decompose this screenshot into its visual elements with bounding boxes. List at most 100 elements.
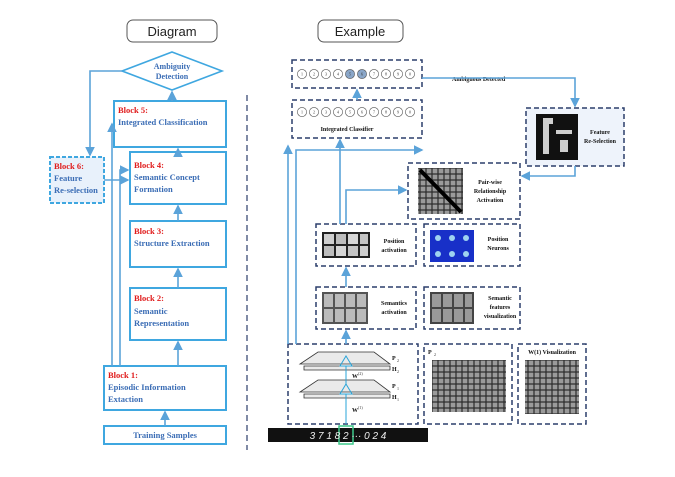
net-p2: P xyxy=(392,356,396,362)
block5-tag: Block 5: xyxy=(118,105,148,115)
position-neurons-line-1: Position xyxy=(488,237,509,243)
node-circle xyxy=(333,69,343,79)
node-label: 1 xyxy=(301,110,303,115)
digit-strip xyxy=(268,428,428,442)
feature-reselection-pattern xyxy=(543,118,572,154)
block2-line-1: Semantic xyxy=(134,306,168,316)
example-title: Example xyxy=(335,24,386,39)
pairwise-line-3: Activation xyxy=(477,198,504,204)
block3-box xyxy=(129,220,227,268)
node-circle xyxy=(333,107,343,117)
block6-box xyxy=(49,156,105,204)
pairwise-diagonal xyxy=(418,168,463,214)
training-label: Training Samples xyxy=(133,430,198,440)
block5-box xyxy=(113,100,227,148)
integrated-classifier-label: Integrated Classifier xyxy=(321,127,374,133)
node-circle xyxy=(345,69,355,79)
node-label: 0 xyxy=(409,72,411,77)
semantics-activation-line-2: activation xyxy=(381,310,407,316)
node-circle xyxy=(369,69,379,79)
node-circle xyxy=(321,107,331,117)
position-neurons-line-2: Neurons xyxy=(487,246,509,252)
node-circle xyxy=(393,107,403,117)
node-circle xyxy=(309,69,319,79)
ambiguity-diamond xyxy=(119,51,225,91)
net-p1-sub: 1 xyxy=(397,386,399,391)
block6-tag: Block 6: xyxy=(54,161,84,171)
position-activation-image xyxy=(322,232,370,258)
block6-line-1: Feature xyxy=(54,173,82,183)
feature-reselection-line-2: Re-Selection xyxy=(584,139,617,145)
node-circle xyxy=(297,69,307,79)
node-circle xyxy=(381,69,391,79)
block6-line-2: Re-selection xyxy=(54,185,98,195)
ambiguous-detected-label: Ambiguous Detected xyxy=(452,77,506,83)
node-circle xyxy=(393,69,403,79)
block1-box xyxy=(103,365,227,411)
block3-line-1: Structure Extraction xyxy=(134,238,210,248)
position-activation-line-2: activation xyxy=(381,248,407,254)
semantic-features-line-2: features xyxy=(490,305,511,311)
node-label: 1 xyxy=(301,72,303,77)
net-w1-sup: (1) xyxy=(358,405,363,410)
node-label: 4 xyxy=(337,110,339,115)
left-arrows xyxy=(85,70,183,426)
net-p2-sub: 2 xyxy=(397,358,399,363)
block1-tag: Block 1: xyxy=(108,370,138,380)
net-h2-sub: 2 xyxy=(397,369,399,374)
node-label: 2 xyxy=(313,110,315,115)
net-h1-sub: 1 xyxy=(397,397,399,402)
semantic-features-cells xyxy=(432,294,472,322)
net-w1: W xyxy=(352,408,358,414)
position-activation-line-1: Position xyxy=(384,239,405,245)
node-circle xyxy=(357,107,367,117)
node-label: 9 xyxy=(397,72,399,77)
p2-panel-image xyxy=(432,360,506,412)
block4-line-2: Formation xyxy=(134,184,173,194)
block4-line-1: Semantic Concept xyxy=(134,172,200,182)
w1-vis-label: W(1) Visualization xyxy=(528,349,576,356)
pairwise-line-2: Relationship xyxy=(474,189,507,195)
p2-panel-sub: 2 xyxy=(434,352,436,357)
node-circle xyxy=(405,69,415,79)
left-flow xyxy=(49,51,227,445)
node-label: 2 xyxy=(313,72,315,77)
diagram-title: Diagram xyxy=(147,24,196,39)
feature-reselection-image xyxy=(536,114,578,160)
block3-tag: Block 3: xyxy=(134,226,164,236)
node-label: 5 xyxy=(349,110,351,115)
net-h1: H xyxy=(392,395,397,401)
block2-tag: Block 2: xyxy=(134,293,164,303)
node-label: 8 xyxy=(385,110,387,115)
pairwise-line-1: Pair-wise xyxy=(478,180,502,186)
node-label: 3 xyxy=(325,72,327,77)
ambiguity-line-1: Ambiguity xyxy=(154,62,190,71)
node-label: 7 xyxy=(373,72,375,77)
node-circle xyxy=(297,107,307,117)
node-label: 6 xyxy=(361,110,363,115)
node-label: 6 xyxy=(361,72,363,77)
net-w2-sup: (2) xyxy=(358,371,363,376)
node-label: 9 xyxy=(397,110,399,115)
semantics-activation-line-1: Semantics xyxy=(381,301,408,307)
ambiguity-line-2: Detection xyxy=(156,72,189,81)
block4-box xyxy=(129,151,227,205)
node-circle xyxy=(357,69,367,79)
node-circle xyxy=(405,107,415,117)
node-label: 8 xyxy=(385,72,387,77)
node-label: 0 xyxy=(409,110,411,115)
block1-line-2: Extaction xyxy=(108,394,143,404)
block1-line-1: Episodic Information xyxy=(108,382,186,392)
position-neurons-dots xyxy=(435,235,469,257)
w1-vis-image xyxy=(525,360,579,414)
digit-highlight xyxy=(338,425,354,445)
block5-line-1: Integrated Classification xyxy=(118,117,208,127)
feature-reselection-line-1: Feature xyxy=(590,130,610,136)
node-circle xyxy=(309,107,319,117)
node-label: 3 xyxy=(325,110,327,115)
node-label: 7 xyxy=(373,110,375,115)
block2-line-2: Representation xyxy=(134,318,189,328)
net-h2: H xyxy=(392,367,397,373)
